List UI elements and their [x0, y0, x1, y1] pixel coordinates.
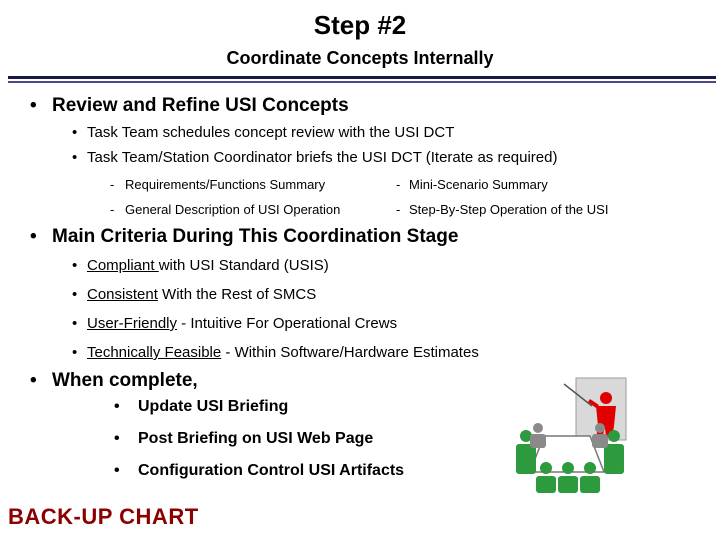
doc-item: Requirements/Functions Summary — [125, 177, 326, 192]
action-item: Post Briefing on USI Web Page — [138, 430, 374, 447]
dash: - — [396, 202, 401, 217]
criterion-term: User-Friendly — [87, 315, 178, 332]
criterion-item: Compliant with USI Standard (USIS) — [87, 257, 329, 274]
backup-chart-label: BACK-UP CHART — [8, 504, 199, 529]
slide-subtitle: Coordinate Concepts Internally — [226, 48, 494, 68]
criterion-item: Consistent With the Rest of SMCS — [87, 286, 316, 303]
doc-item: General Description of USI Operation — [125, 202, 341, 217]
list-bullet: • — [72, 124, 78, 141]
list-bullet: • — [114, 430, 120, 447]
criterion-item: Technically Feasible - Within Software/H… — [87, 344, 479, 361]
section1-item: Task Team schedules concept review with … — [87, 124, 455, 141]
section1-item: Task Team/Station Coordinator briefs the… — [87, 149, 558, 166]
doc-item: Step-By-Step Operation of the USI — [409, 202, 609, 217]
list-bullet: • — [72, 315, 78, 332]
header-divider — [8, 76, 716, 79]
criterion-term: Technically Feasible — [87, 344, 222, 361]
dash: - — [396, 177, 401, 192]
list-bullet: • — [114, 398, 120, 415]
pointer-stick — [563, 383, 593, 407]
slide-title: Step #2 — [313, 10, 407, 40]
list-bullet: • — [72, 286, 78, 303]
list-bullet: • — [72, 257, 78, 274]
criterion-term: Consistent — [87, 286, 158, 303]
section3-bullet: • — [30, 370, 37, 391]
audience-figures — [516, 430, 624, 493]
criterion-detail: - Within Software/Hardware Estimates — [221, 344, 479, 361]
criterion-detail: With the Rest of SMCS — [157, 286, 317, 303]
section1-bullet: • — [30, 95, 37, 116]
criterion-term: Compliant — [87, 257, 159, 274]
list-bullet: • — [72, 344, 78, 361]
section2-bullet: • — [30, 226, 37, 247]
dash: - — [110, 177, 115, 192]
section1-heading: Review and Refine USI Concepts — [52, 95, 349, 116]
criterion-detail: - Intuitive For Operational Crews — [177, 315, 398, 332]
criterion-detail: with USI Standard (USIS) — [158, 257, 329, 274]
section3-heading: When complete, — [52, 370, 198, 391]
section2-heading: Main Criteria During This Coordination S… — [52, 226, 459, 247]
doc-item: Mini-Scenario Summary — [409, 177, 548, 192]
list-bullet: • — [114, 462, 120, 479]
audience-figures-back — [530, 423, 608, 448]
criterion-item: User-Friendly - Intuitive For Operationa… — [87, 315, 397, 332]
meeting-presentation-illustration — [516, 377, 627, 493]
dash: - — [110, 202, 115, 217]
list-bullet: • — [72, 149, 78, 166]
action-item: Update USI Briefing — [138, 398, 289, 415]
header-divider-secondary — [8, 81, 716, 83]
action-item: Configuration Control USI Artifacts — [138, 462, 405, 479]
